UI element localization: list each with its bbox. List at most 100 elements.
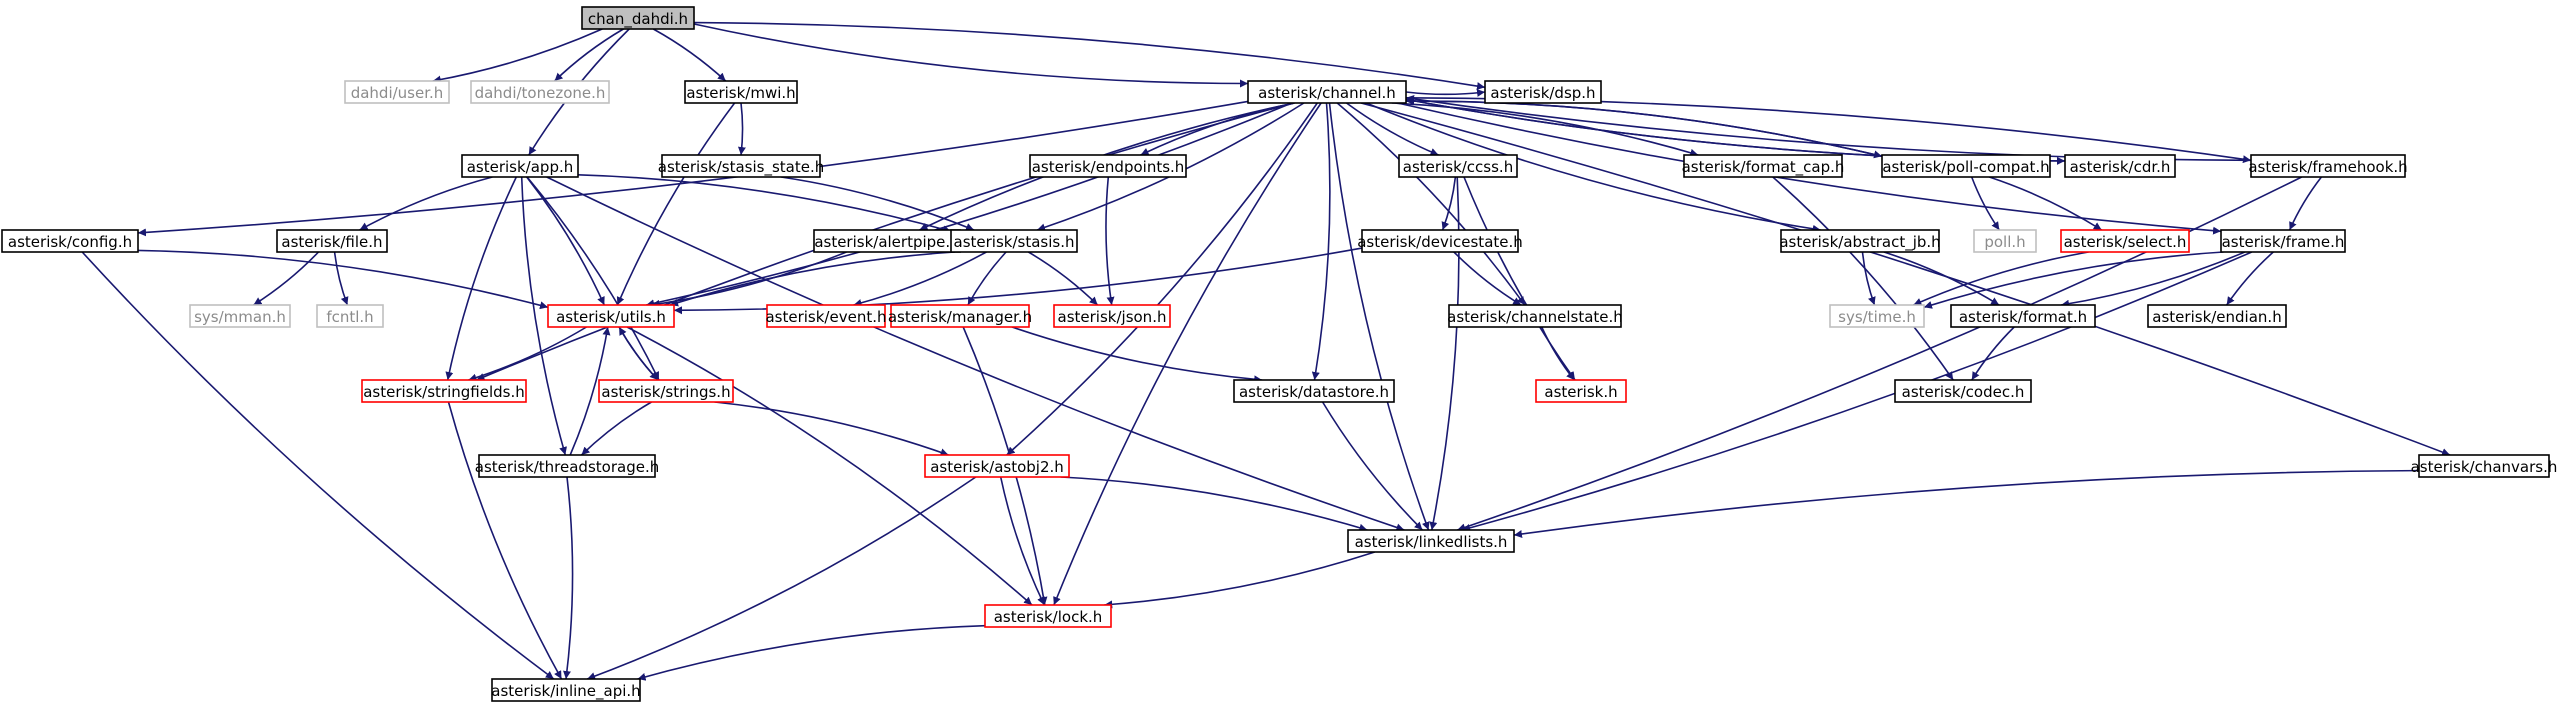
node-manager[interactable]: asterisk/manager.h xyxy=(888,304,1032,328)
node-stasis[interactable]: asterisk/stasis.h xyxy=(950,229,1078,253)
node-box[interactable] xyxy=(361,379,527,403)
edge-channel-to-utils xyxy=(646,102,1293,308)
node-box[interactable] xyxy=(890,304,1030,328)
node-abstract-jb[interactable]: asterisk/abstract_jb.h xyxy=(1779,229,1941,253)
node-box[interactable] xyxy=(1,229,139,253)
node-box[interactable] xyxy=(461,154,579,178)
node-poll[interactable]: poll.h xyxy=(1973,229,2037,253)
node-devicestate[interactable]: asterisk/devicestate.h xyxy=(1357,229,1523,253)
node-box[interactable] xyxy=(1361,229,1519,253)
node-endian[interactable]: asterisk/endian.h xyxy=(2147,304,2287,328)
node-frame[interactable]: asterisk/frame.h xyxy=(2220,229,2346,253)
node-cdr[interactable]: asterisk/cdr.h xyxy=(2064,154,2176,178)
node-box[interactable] xyxy=(470,80,610,104)
node-fcntl[interactable]: fcntl.h xyxy=(316,304,384,328)
node-datastore[interactable]: asterisk/datastore.h xyxy=(1233,379,1395,403)
node-box[interactable] xyxy=(1233,379,1395,403)
edge-channel-to-abstract_jb xyxy=(1365,102,1821,233)
node-box[interactable] xyxy=(491,678,641,702)
node-box[interactable] xyxy=(1398,154,1518,178)
node-box[interactable] xyxy=(1029,154,1187,178)
node-box[interactable] xyxy=(1347,529,1515,553)
node-box[interactable] xyxy=(1780,229,1940,253)
node-box[interactable] xyxy=(276,229,388,253)
edge-file-to-sys_mman xyxy=(253,251,320,306)
node-box[interactable] xyxy=(1053,304,1171,328)
node-file[interactable]: asterisk/file.h xyxy=(276,229,388,253)
node-box[interactable] xyxy=(316,304,384,328)
node-dahdi-tonezone[interactable]: dahdi/tonezone.h xyxy=(470,80,610,104)
node-stasis-state[interactable]: asterisk/stasis_state.h xyxy=(658,154,824,178)
node-json[interactable]: asterisk/json.h xyxy=(1053,304,1171,328)
node-mwi[interactable]: asterisk/mwi.h xyxy=(684,80,798,104)
node-box[interactable] xyxy=(1683,154,1843,178)
node-box[interactable] xyxy=(189,304,291,328)
node-app[interactable]: asterisk/app.h xyxy=(461,154,579,178)
node-box[interactable] xyxy=(344,80,450,104)
node-sys-time[interactable]: sys/time.h xyxy=(1829,304,1925,328)
node-label: asterisk/config.h xyxy=(8,233,132,251)
node-poll-compat[interactable]: asterisk/poll-compat.h xyxy=(1881,154,2051,178)
node-box[interactable] xyxy=(2418,454,2550,478)
node-linkedlists[interactable]: asterisk/linkedlists.h xyxy=(1347,529,1515,553)
node-format-cap[interactable]: asterisk/format_cap.h xyxy=(1682,154,1845,178)
node-select[interactable]: asterisk/select.h xyxy=(2060,229,2190,253)
node-threadstorage[interactable]: asterisk/threadstorage.h xyxy=(475,454,659,478)
node-box[interactable] xyxy=(478,454,656,478)
node-box[interactable] xyxy=(2064,154,2176,178)
node-event[interactable]: asterisk/event.h xyxy=(765,304,887,328)
node-format[interactable]: asterisk/format.h xyxy=(1950,304,2096,328)
node-root[interactable]: chan_dahdi.h xyxy=(581,6,695,30)
node-sys-mman[interactable]: sys/mman.h xyxy=(189,304,291,328)
node-astobj2[interactable]: asterisk/astobj2.h xyxy=(924,454,1070,478)
node-inline-api[interactable]: asterisk/inline_api.h xyxy=(491,678,641,702)
node-strings[interactable]: asterisk/strings.h xyxy=(598,379,734,403)
node-dahdi-user[interactable]: dahdi/user.h xyxy=(344,80,450,104)
node-box[interactable] xyxy=(1484,80,1602,104)
node-box[interactable] xyxy=(984,604,1112,628)
node-box[interactable] xyxy=(547,304,675,328)
node-box[interactable] xyxy=(2220,229,2346,253)
node-stringfields[interactable]: asterisk/stringfields.h xyxy=(361,379,527,403)
edge-frame-to-endian xyxy=(2226,251,2274,306)
node-asterisk[interactable]: asterisk.h xyxy=(1535,379,1627,403)
node-box[interactable] xyxy=(1829,304,1925,328)
node-box[interactable] xyxy=(1973,229,2037,253)
node-dsp[interactable]: asterisk/dsp.h xyxy=(1484,80,1602,104)
edge-channel-to-astobj2 xyxy=(1006,102,1318,456)
node-chanvars[interactable]: asterisk/chanvars.h xyxy=(2411,454,2558,478)
node-box[interactable] xyxy=(1894,379,2032,403)
node-box[interactable] xyxy=(2250,154,2406,178)
node-label: asterisk/stasis.h xyxy=(954,233,1075,251)
node-channelstate[interactable]: asterisk/channelstate.h xyxy=(1447,304,1623,328)
edge-config-to-utils xyxy=(137,249,549,310)
node-box[interactable] xyxy=(950,229,1078,253)
node-box[interactable] xyxy=(598,379,734,403)
node-label: asterisk/strings.h xyxy=(601,383,730,401)
node-utils[interactable]: asterisk/utils.h xyxy=(547,304,675,328)
node-box[interactable] xyxy=(2060,229,2190,253)
edge-strings-to-utils xyxy=(618,326,659,381)
node-box[interactable] xyxy=(924,454,1070,478)
edge-channel-to-chanvars xyxy=(1360,102,2451,456)
node-box[interactable] xyxy=(1881,154,2051,178)
node-alertpipe[interactable]: asterisk/alertpipe.h xyxy=(813,229,961,253)
node-box[interactable] xyxy=(1448,304,1622,328)
node-codec[interactable]: asterisk/codec.h xyxy=(1894,379,2032,403)
edge-layer xyxy=(81,21,2451,681)
node-box[interactable] xyxy=(581,6,695,30)
node-box[interactable] xyxy=(1950,304,2096,328)
node-channel[interactable]: asterisk/channel.h xyxy=(1247,80,1407,104)
node-lock[interactable]: asterisk/lock.h xyxy=(984,604,1112,628)
node-box[interactable] xyxy=(2147,304,2287,328)
node-config[interactable]: asterisk/config.h xyxy=(1,229,139,253)
node-box[interactable] xyxy=(661,154,821,178)
node-box[interactable] xyxy=(1535,379,1627,403)
node-box[interactable] xyxy=(684,80,798,104)
edge-framehook-to-frame xyxy=(2288,176,2323,231)
node-ccss[interactable]: asterisk/ccss.h xyxy=(1398,154,1518,178)
node-framehook[interactable]: asterisk/framehook.h xyxy=(2248,154,2408,178)
node-endpoints[interactable]: asterisk/endpoints.h xyxy=(1029,154,1187,178)
node-box[interactable] xyxy=(766,304,886,328)
node-box[interactable] xyxy=(1247,80,1407,104)
